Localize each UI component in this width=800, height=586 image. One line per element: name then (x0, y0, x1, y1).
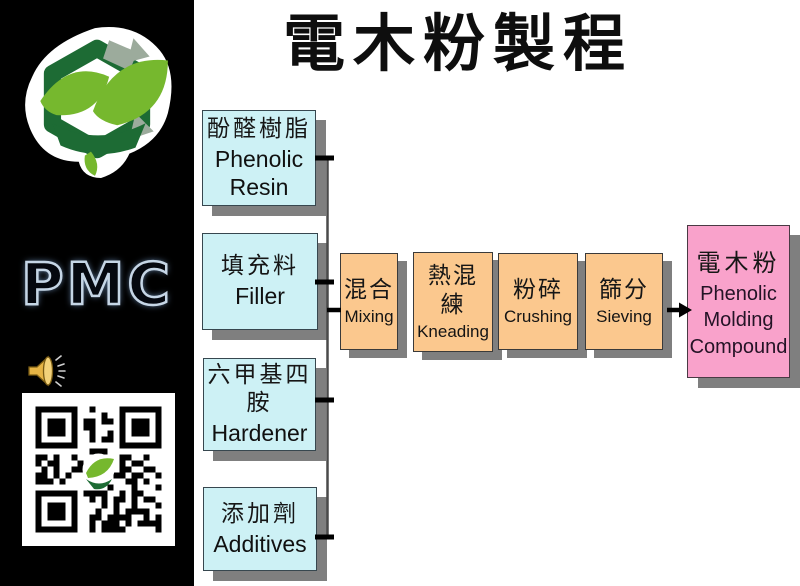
process-label-zh: 粉碎 (513, 277, 563, 304)
process-label-zh: 混合 (344, 277, 394, 304)
input-label-zh: 填充料 (221, 253, 299, 280)
input-label-en: Phenolic Resin (214, 145, 304, 200)
process-label-en: Crushing (503, 306, 573, 326)
input-label-zh: 六甲基四胺 (207, 362, 312, 417)
input-box-phenolic-resin: 酚醛樹脂 Phenolic Resin (202, 110, 316, 206)
output-label-en: Phenolic Molding Compound (689, 282, 788, 358)
process-box-mixing: 混合 Mixing (340, 253, 398, 350)
input-label-en: Additives (213, 530, 307, 557)
input-label-en: Filler (235, 283, 285, 310)
process-box-crushing: 粉碎 Crushing (498, 253, 578, 350)
page-title: 電木粉製程 (282, 7, 633, 80)
process-label-en: Sieving (596, 306, 652, 326)
process-box-kneading: 熱混練 Kneading (413, 252, 493, 352)
input-label-en: Hardener (211, 420, 308, 447)
process-label-en: Mixing (344, 306, 394, 326)
process-label-en: Kneading (417, 321, 489, 341)
qr-code (22, 393, 175, 546)
input-box-filler: 填充料 Filler (202, 233, 318, 330)
output-box-phenolic-molding-compound: 電木粉 Phenolic Molding Compound (687, 225, 790, 378)
input-box-hardener: 六甲基四胺 Hardener (203, 358, 316, 451)
sidebar: PMC (0, 0, 194, 586)
output-label-zh: 電木粉 (696, 248, 781, 277)
process-box-sieving: 篩分 Sieving (585, 253, 663, 350)
input-box-additives: 添加劑 Additives (203, 487, 317, 571)
input-label-zh: 添加劑 (221, 500, 299, 527)
brand-text: PMC (20, 249, 173, 320)
recycle-logo (16, 20, 178, 182)
input-label-zh: 酚醛樹脂 (207, 115, 311, 142)
process-label-zh: 篩分 (599, 277, 649, 304)
speaker-icon[interactable] (26, 353, 68, 389)
process-label-zh: 熱混練 (428, 263, 478, 318)
